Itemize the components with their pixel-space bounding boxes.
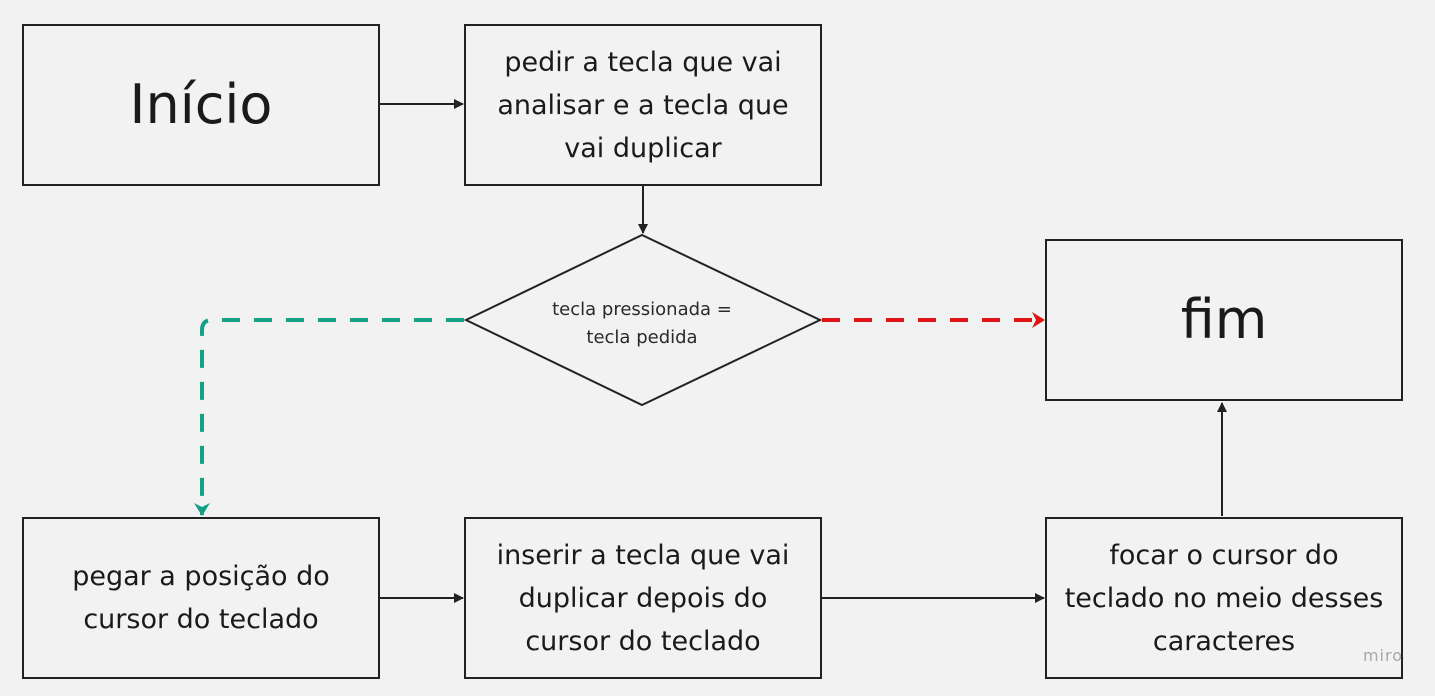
arrow-decision-to-pegar [194, 318, 464, 516]
node-pedir-tecla-label: pedir a tecla que vai analisar e a tecla… [497, 46, 789, 164]
decision-label: tecla pressionada = tecla pedida [552, 299, 732, 348]
decision-diamond[interactable] [463, 233, 823, 407]
node-focar-cursor-label: focar o cursor do teclado no meio desses… [1064, 539, 1384, 657]
node-inicio-label: Início [129, 73, 273, 136]
node-inserir-tecla[interactable]: inserir a tecla que vai duplicar depois … [464, 517, 822, 679]
node-inicio[interactable]: Início [22, 24, 380, 186]
node-pedir-tecla[interactable]: pedir a tecla que vai analisar e a tecla… [464, 24, 822, 186]
node-focar-cursor[interactable]: focar o cursor do teclado no meio desses… [1045, 517, 1403, 679]
node-inserir-tecla-label: inserir a tecla que vai duplicar depois … [496, 539, 790, 657]
node-fim[interactable]: fim [1045, 239, 1403, 401]
node-pegar-posicao[interactable]: pegar a posição do cursor do teclado [22, 517, 380, 679]
miro-watermark: miro [1362, 646, 1403, 665]
node-fim-label: fim [1180, 288, 1268, 351]
node-pegar-posicao-label: pegar a posição do cursor do teclado [72, 561, 330, 635]
